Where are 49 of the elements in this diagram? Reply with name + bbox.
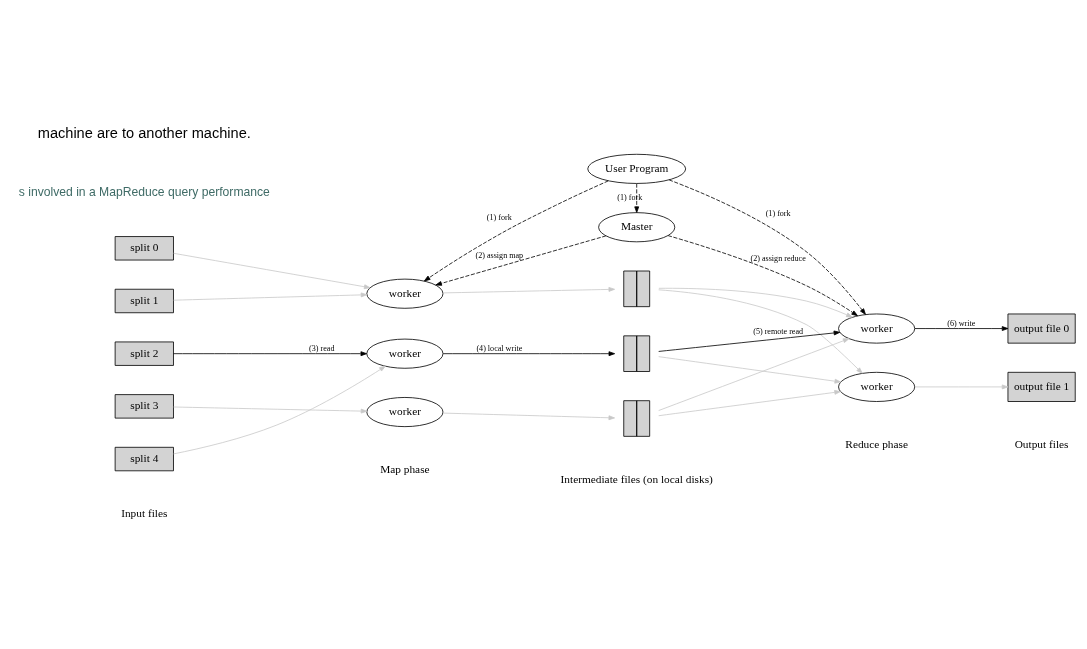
arrow: [173, 351, 367, 357]
label: Intermediate files (on local disks): [560, 473, 713, 486]
arrow: [173, 252, 371, 290]
edge-label: (5) remote read: [753, 327, 804, 337]
arrow: [658, 356, 841, 384]
arrow: [658, 338, 850, 411]
arrow: [668, 179, 866, 315]
label: Reduce phase: [845, 438, 908, 451]
arrow: [173, 365, 386, 455]
node-box: split 0: [114, 236, 174, 261]
arrow: [658, 287, 853, 318]
label: machine are to another machine.: [37, 125, 251, 142]
arrow: [173, 406, 368, 414]
node-box: output file 0: [1007, 313, 1076, 344]
label: s involved in a MapReduce query performance: [18, 185, 270, 200]
arrow: [667, 235, 858, 317]
node-ellipse: Master: [598, 212, 676, 243]
arrow: [442, 412, 615, 421]
arrow: [658, 390, 841, 417]
edge-label: (4) local write: [476, 344, 523, 354]
edge-label: (1) fork: [617, 193, 643, 203]
arrow: [658, 289, 863, 374]
arrow: [634, 183, 640, 213]
node-box: split 3: [114, 394, 174, 419]
edge-label: (3) read: [309, 344, 335, 354]
label: Output files: [1014, 438, 1069, 451]
node-box: split 1: [114, 288, 174, 314]
arrow: [442, 351, 616, 357]
arrow: [914, 326, 1009, 331]
arrow: [658, 330, 841, 352]
node-box: output file 1: [1007, 371, 1076, 402]
arrow: [435, 235, 607, 286]
node-ellipse: worker: [366, 397, 444, 428]
edge-label: (2) assign map: [475, 251, 524, 261]
node-ellipse: worker: [366, 338, 444, 369]
edge-label: (1) fork: [765, 208, 791, 218]
edge-label: (6) write: [947, 319, 976, 329]
node-box: split 4: [114, 446, 174, 472]
node-ellipse: worker: [838, 371, 916, 402]
label: Map phase: [380, 463, 430, 476]
label: Input files: [121, 507, 168, 520]
arrow: [442, 287, 615, 294]
node-ellipse: User Program: [587, 153, 687, 184]
node-box: split 2: [114, 341, 174, 366]
edge-label: (1) fork: [486, 212, 512, 222]
arrow: [423, 180, 609, 282]
arrow: [173, 292, 368, 301]
edge-label: (2) assign reduce: [750, 254, 806, 264]
arrow: [914, 384, 1009, 390]
